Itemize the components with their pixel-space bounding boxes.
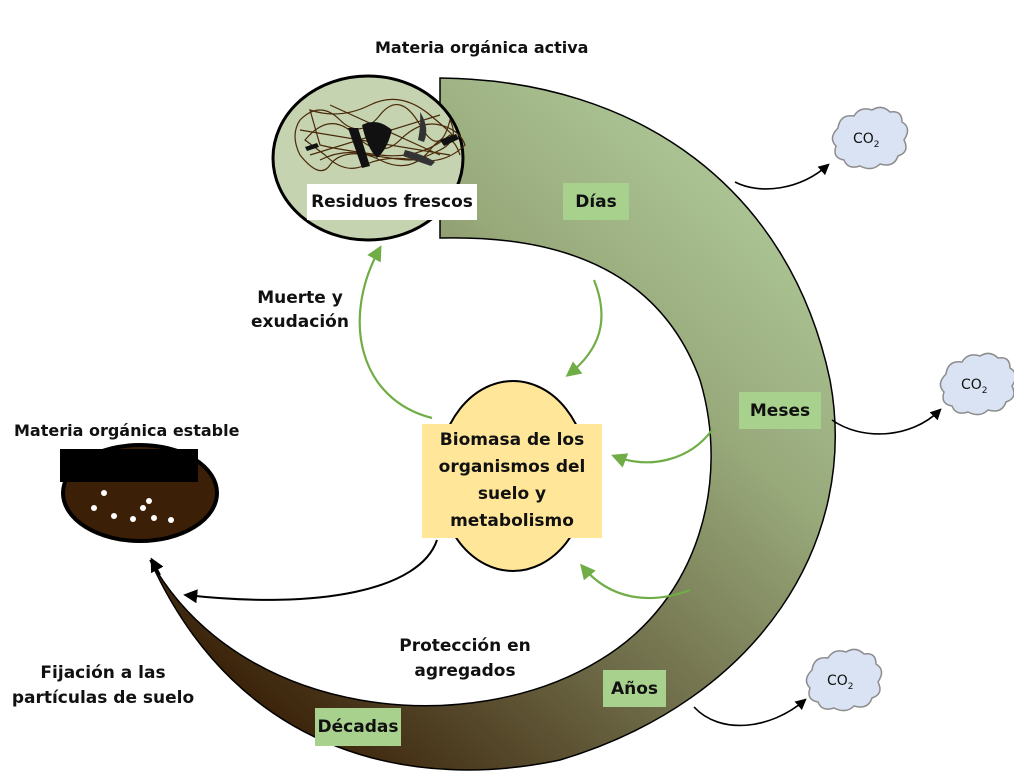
- co2-base: CO: [827, 673, 848, 689]
- co2-label-days: CO2: [853, 131, 880, 150]
- death-exudation-line-2: exudación: [251, 312, 349, 332]
- protection-line-1: Protección en: [399, 636, 531, 656]
- arrow-co2-months: [831, 408, 942, 435]
- residue-fragments-icon: [305, 112, 459, 168]
- protection-label: Protección en agregados: [395, 634, 535, 684]
- cloud-icon: [831, 106, 909, 170]
- protection-line-2: agregados: [414, 661, 516, 681]
- co2-base: CO: [853, 131, 874, 147]
- fixation-line-1: Fijación a las: [40, 663, 166, 683]
- cloud-icon: [805, 648, 883, 712]
- time-tag-days: Días: [563, 183, 629, 220]
- co2-base: CO: [961, 377, 982, 393]
- arrow-years-to-biomass: [580, 563, 691, 600]
- fixation-line-2: partículas de suelo: [11, 688, 195, 708]
- co2-sub: 2: [873, 139, 880, 150]
- co2-sub: 2: [847, 681, 854, 692]
- arrow-residue-to-biomass: [565, 279, 603, 377]
- fresh-residue-label: Residuos frescos: [307, 184, 477, 220]
- time-tag-months: Meses: [739, 392, 821, 429]
- biomass-label: Biomasa de los organismos del suelo y me…: [422, 424, 602, 538]
- co2-label-years: CO2: [827, 673, 854, 692]
- arrow-crescent-tip: [150, 557, 164, 576]
- arrow-death-exudation: [358, 245, 433, 420]
- stable-organic-matter-ellipse: [60, 443, 219, 543]
- particle-dots: [91, 490, 174, 523]
- death-exudation-label: Muerte y exudación: [250, 286, 350, 334]
- active-organic-matter-title: Materia orgánica activa: [375, 38, 589, 57]
- arrow-co2-days: [734, 163, 830, 190]
- decomposition-crescent: [149, 77, 836, 771]
- fixation-label: Fijación a las partículas de suelo: [8, 661, 198, 711]
- co2-label-months: CO2: [961, 377, 988, 396]
- co2-sub: 2: [981, 385, 988, 396]
- time-tag-years: Años: [603, 670, 666, 707]
- stable-organic-matter-title: Materia orgánica estable: [14, 421, 240, 440]
- time-tag-decades: Décadas: [315, 708, 401, 746]
- arrow-biomass-to-stable: [183, 539, 438, 604]
- arrow-months-to-biomass: [611, 429, 713, 468]
- arrow-co2-years: [693, 698, 807, 727]
- death-exudation-line-1: Muerte y: [257, 288, 343, 308]
